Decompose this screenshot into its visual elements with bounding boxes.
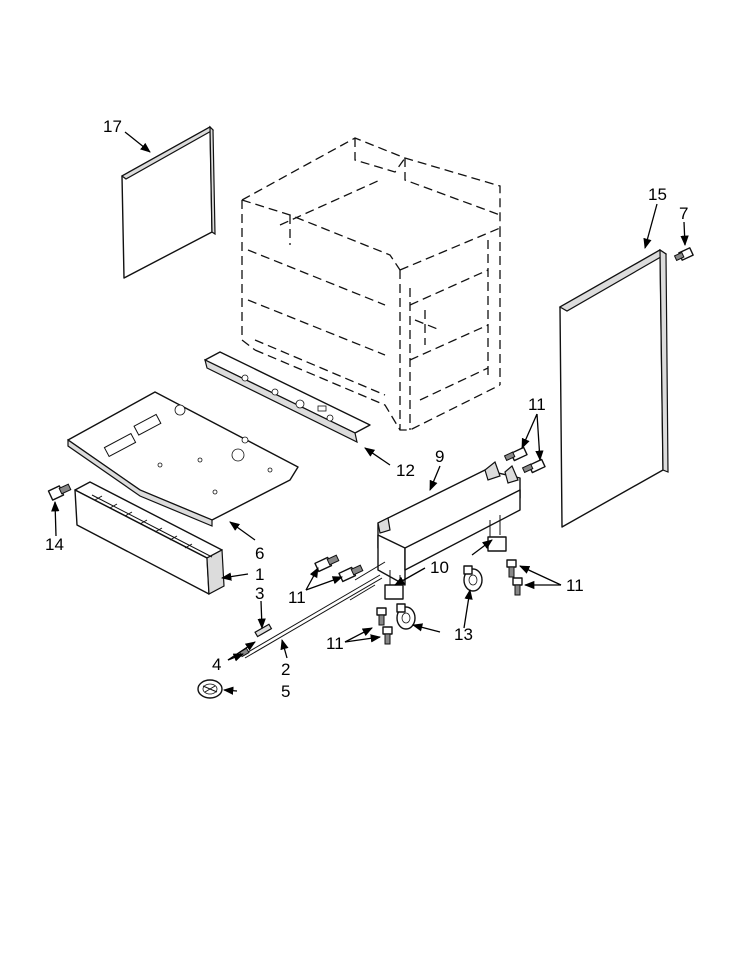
callout-1: 1 <box>255 565 264 584</box>
part-11-screw-left-1 <box>314 554 340 573</box>
part-3-sleeve <box>254 623 273 638</box>
callout-4: 4 <box>212 655 221 674</box>
part-11-screw-right-1 <box>506 559 517 578</box>
part-1-toe-kick-panel <box>74 481 225 595</box>
callout-14: 14 <box>45 535 64 554</box>
callout-15: 15 <box>648 185 667 204</box>
callout-6: 6 <box>255 544 264 563</box>
callout-9: 9 <box>435 447 444 466</box>
callout-11-bottom: 11 <box>326 634 344 653</box>
part-6-base-plate <box>67 391 299 527</box>
part-15-right-side-panel <box>558 248 669 528</box>
callout-2: 2 <box>281 660 290 679</box>
part-11-screw-right-2 <box>512 577 523 596</box>
callout-11-top: 11 <box>528 395 546 414</box>
part-13-roller-front <box>396 603 416 630</box>
callout-11-right: 11 <box>566 576 584 595</box>
part-9-bracket <box>377 461 521 600</box>
part-11-screw-bottom-1 <box>376 607 387 626</box>
callout-3: 3 <box>255 584 264 603</box>
part-7-screw <box>673 247 694 262</box>
part-5-foot <box>197 679 223 699</box>
callout-11-left: 11 <box>288 588 306 607</box>
callout-7: 7 <box>679 204 688 223</box>
part-10-leveling-leg <box>349 561 386 601</box>
phantom-cabinet-outline <box>241 137 501 431</box>
callout-10: 10 <box>430 558 449 577</box>
callout-17: 17 <box>103 117 122 136</box>
part-14-screw <box>47 483 72 501</box>
leader-lines <box>51 131 689 695</box>
callout-12: 12 <box>396 461 415 480</box>
part-12-rail <box>204 351 371 444</box>
part-11-screw-top-2 <box>521 458 546 474</box>
part-2-leveling-rod <box>242 574 383 659</box>
part-13-roller-rear <box>463 565 483 592</box>
callout-5: 5 <box>281 682 290 701</box>
part-11-screw-left-2 <box>338 564 364 583</box>
callout-13: 13 <box>454 625 473 644</box>
part-11-screw-top-1 <box>503 446 528 462</box>
part-11-screw-bottom-2 <box>382 626 393 645</box>
part-17-side-panel <box>120 125 216 279</box>
